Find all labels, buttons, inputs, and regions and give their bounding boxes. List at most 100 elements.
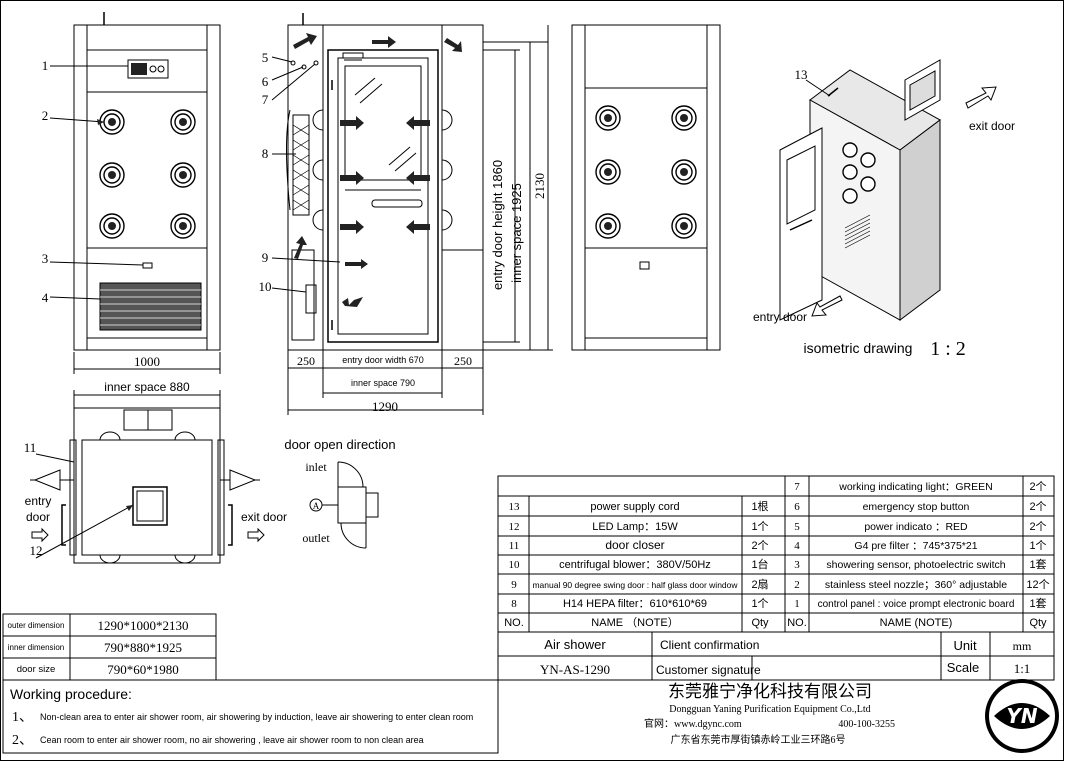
door-marker-a: A bbox=[313, 501, 320, 511]
front-view: 1 2 3 4 1000 bbox=[42, 12, 221, 374]
dim-entry-door-width: entry door width 670 bbox=[342, 355, 424, 365]
plan-entry-label-1: entry bbox=[25, 494, 52, 508]
iso-exit-door-label: exit door bbox=[969, 119, 1015, 133]
part-name: working indicating light：GREEN bbox=[838, 481, 992, 493]
part-name: power supply cord bbox=[590, 501, 679, 513]
part-qty: 2扇 bbox=[751, 577, 768, 591]
dim-front-width: 1000 bbox=[134, 354, 160, 369]
door-direction-title: door open direction bbox=[284, 437, 395, 452]
dim-row-label: inner dimension bbox=[8, 643, 64, 652]
isometric-view: 13 exit door entry door isometric drawin… bbox=[753, 59, 1015, 360]
control-panel-shape bbox=[127, 59, 169, 79]
procedure-step-text: Non-clean area to enter air shower room,… bbox=[40, 712, 473, 722]
dim-entry-door-height: entry door height 1860 bbox=[490, 160, 505, 290]
callout-6: 6 bbox=[262, 74, 269, 89]
part-name: control panel : voice prompt electronic … bbox=[818, 599, 1015, 610]
callout-3: 3 bbox=[42, 251, 49, 266]
part-no: 5 bbox=[794, 521, 800, 533]
parts-header-no: NO. bbox=[504, 617, 524, 629]
part-qty: 1个 bbox=[1029, 539, 1046, 552]
part-name: H14 HEPA filter：610*610*69 bbox=[563, 598, 707, 610]
title-scale-value: 1:1 bbox=[1014, 661, 1031, 676]
part-no: 11 bbox=[509, 540, 520, 552]
company-phone: 400-100-3255 bbox=[838, 719, 895, 730]
dim-height-2130: 2130 bbox=[532, 173, 547, 199]
plan-entry-label-2: door bbox=[26, 510, 50, 524]
nozzle-group-rear bbox=[595, 105, 697, 239]
part-no: 1 bbox=[794, 598, 800, 610]
plan-exit-label: exit door bbox=[241, 510, 287, 524]
dim-row-label: door size bbox=[17, 664, 56, 675]
title-client-confirmation: Client confirmation bbox=[660, 638, 759, 652]
callout-2: 2 bbox=[42, 108, 49, 123]
part-name: showering sensor, photoelectric switch bbox=[826, 559, 1005, 571]
working-procedure: Working procedure: 1、 Non-clean area to … bbox=[2, 679, 499, 754]
part-qty: 2个 bbox=[751, 539, 768, 552]
part-qty: 2个 bbox=[1029, 520, 1046, 533]
company-block: 东莞雅宁净化科技有限公司 Dongguan Yaning Purificatio… bbox=[644, 679, 1059, 753]
company-address: 广东省东莞市厚街镇赤岭工业三环路6号 bbox=[671, 733, 846, 746]
title-product: Air shower bbox=[544, 637, 606, 652]
company-logo-text: YN bbox=[1006, 704, 1037, 728]
parts-header-no-right: NO. bbox=[787, 617, 807, 629]
part-qty: 1个 bbox=[751, 597, 768, 610]
dim-row-value: 790*880*1925 bbox=[104, 640, 182, 655]
company-logo: YN bbox=[985, 679, 1059, 753]
title-block: Air shower YN-AS-1290 Client confirmatio… bbox=[497, 631, 1055, 681]
part-qty: 2个 bbox=[1029, 480, 1046, 493]
title-unit-value: mm bbox=[1013, 639, 1032, 653]
part-name: emergency stop button bbox=[863, 501, 970, 513]
part-qty: 1个 bbox=[751, 520, 768, 533]
company-name-en: Dongguan Yaning Purification Equipment C… bbox=[669, 704, 870, 715]
parts-header-qty-left: Qty bbox=[751, 617, 769, 629]
callout-12: 12 bbox=[30, 543, 43, 558]
title-scale-label: Scale bbox=[947, 660, 980, 675]
title-model: YN-AS-1290 bbox=[540, 662, 610, 677]
callout-5: 5 bbox=[262, 50, 269, 65]
dim-overall-1290: 1290 bbox=[372, 399, 398, 414]
iso-drawing-label: isometric drawing bbox=[804, 340, 913, 356]
part-no: 9 bbox=[511, 579, 517, 591]
procedure-step-num: 1、 bbox=[12, 710, 33, 725]
rear-view bbox=[571, 24, 721, 351]
part-name: manual 90 degree swing door : half glass… bbox=[532, 580, 738, 590]
part-qty: 2个 bbox=[1029, 500, 1046, 513]
part-no: 6 bbox=[794, 501, 800, 513]
callout-13: 13 bbox=[795, 67, 808, 82]
side-view: 5 6 7 8 9 10 250 250 entry door width 67… bbox=[259, 13, 553, 415]
callout-9: 9 bbox=[262, 250, 269, 265]
dimensions-table: outer dimension 1290*1000*2130 inner dim… bbox=[2, 613, 217, 681]
part-qty: 1台 bbox=[751, 557, 768, 571]
part-no: 12 bbox=[509, 521, 520, 533]
callout-11: 11 bbox=[24, 440, 37, 455]
door-direction-diagram: door open direction inlet outlet A bbox=[284, 437, 396, 549]
door-outlet-label: outlet bbox=[302, 531, 330, 545]
part-qty: 1套 bbox=[1029, 558, 1046, 571]
parts-header-qty-right: Qty bbox=[1029, 617, 1047, 629]
sheet-border bbox=[0, 0, 1064, 761]
part-no: 13 bbox=[509, 501, 521, 513]
parts-header-name-left: NAME （NOTE） bbox=[591, 616, 678, 629]
part-name: LED Lamp：15W bbox=[592, 521, 678, 533]
part-name: stainless steel nozzle；360° adjustable bbox=[825, 579, 1007, 591]
callout-4: 4 bbox=[42, 290, 49, 305]
dim-side-right: 250 bbox=[454, 354, 472, 368]
part-no: 10 bbox=[509, 559, 521, 571]
part-no: 3 bbox=[794, 559, 800, 571]
dim-inner-space-880: inner space 880 bbox=[104, 380, 190, 394]
part-no: 2 bbox=[794, 579, 800, 591]
part-no: 8 bbox=[511, 598, 517, 610]
company-name-cn: 东莞雅宁净化科技有限公司 bbox=[668, 682, 872, 701]
iso-entry-door-label: entry door bbox=[753, 310, 807, 324]
dim-side-left: 250 bbox=[297, 354, 315, 368]
dim-inner-space-790: inner space 790 bbox=[351, 378, 415, 388]
callout-10: 10 bbox=[259, 279, 272, 294]
dim-row-value: 790*60*1980 bbox=[107, 662, 179, 677]
dim-row-value: 1290*1000*2130 bbox=[98, 618, 189, 633]
part-qty: 1根 bbox=[751, 499, 768, 513]
part-name: centrifugal blower：380V/50Hz bbox=[559, 559, 711, 571]
part-no: 7 bbox=[794, 481, 800, 493]
nozzle-group-front bbox=[99, 109, 196, 239]
procedure-step-text: Cean room to enter air shower room, no a… bbox=[40, 735, 424, 745]
